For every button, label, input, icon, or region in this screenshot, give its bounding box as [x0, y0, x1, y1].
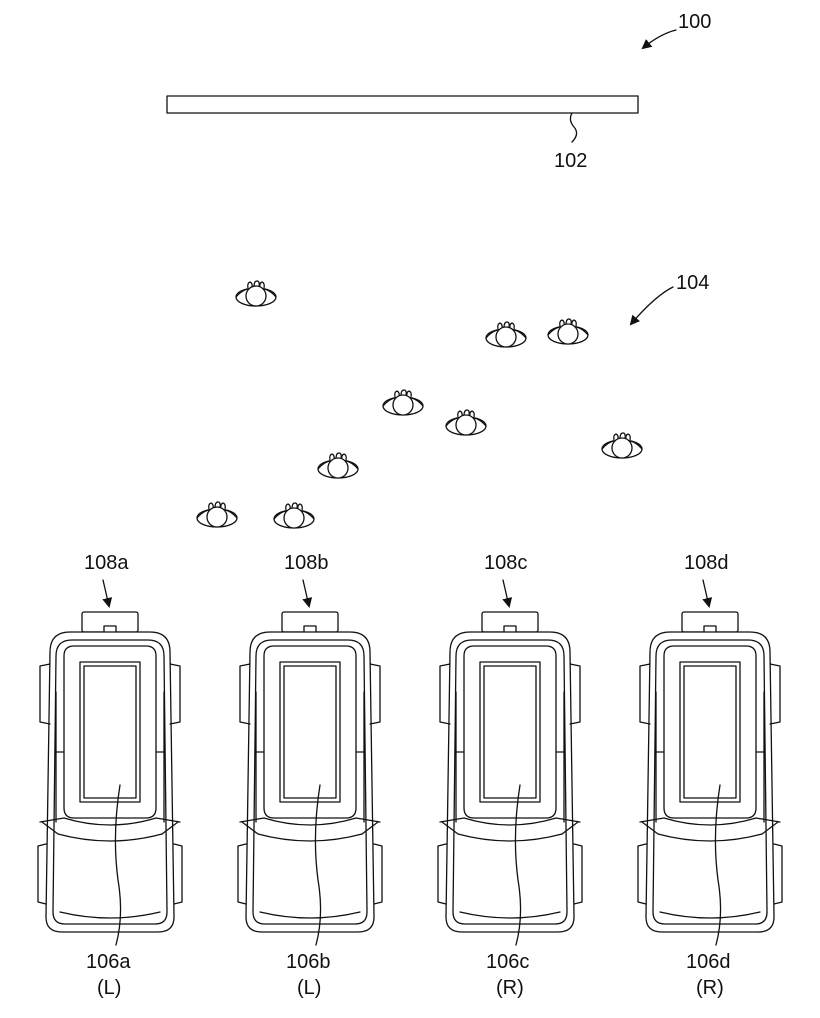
- vehicle-d: 108d 106d (R): [637, 552, 783, 999]
- car-top-view-icon: [237, 611, 383, 933]
- car-top-view-icon: [637, 611, 783, 933]
- display-leader-line: [514, 784, 522, 946]
- audience: [196, 280, 643, 529]
- display-label: 106d: [686, 951, 731, 973]
- display-label: 106b: [286, 951, 331, 973]
- system-label: 100: [678, 11, 711, 33]
- screen-label: 102: [554, 150, 587, 172]
- car-top-view-icon: [437, 611, 583, 933]
- vehicle-b: 108b 106b (L): [237, 552, 383, 999]
- person-icon: [273, 502, 315, 529]
- display-leader-line: [114, 784, 122, 946]
- person-icon: [382, 389, 424, 416]
- channel-label: (L): [97, 977, 121, 999]
- speaker-arrow: [102, 579, 113, 608]
- car-top-view-icon: [37, 611, 183, 933]
- speaker-label: 108c: [484, 552, 527, 574]
- audience-label: 104: [676, 272, 709, 294]
- speaker-label: 108d: [684, 552, 729, 574]
- vehicle-a: 108a 106a (L): [37, 552, 183, 999]
- system-arrow: [641, 29, 677, 50]
- person-icon: [547, 318, 589, 345]
- channel-label: (R): [696, 977, 724, 999]
- display-label: 106a: [86, 951, 131, 973]
- person-icon: [317, 452, 359, 479]
- display-label: 106c: [486, 951, 529, 973]
- speaker-label: 108a: [84, 552, 129, 574]
- person-icon: [485, 321, 527, 348]
- projection-screen: [166, 95, 639, 114]
- screen-leader-line: [569, 112, 578, 143]
- speaker-label: 108b: [284, 552, 329, 574]
- speaker-arrow: [302, 579, 313, 608]
- channel-label: (L): [297, 977, 321, 999]
- speaker-arrow: [502, 579, 513, 608]
- person-icon: [445, 409, 487, 436]
- speaker-arrow: [702, 579, 713, 608]
- audience-arrow: [629, 286, 674, 326]
- person-icon: [601, 432, 643, 459]
- vehicle-c: 108c 106c (R): [437, 552, 583, 999]
- display-leader-line: [314, 784, 322, 946]
- display-leader-line: [714, 784, 722, 946]
- channel-label: (R): [496, 977, 524, 999]
- person-icon: [235, 280, 277, 307]
- person-icon: [196, 501, 238, 528]
